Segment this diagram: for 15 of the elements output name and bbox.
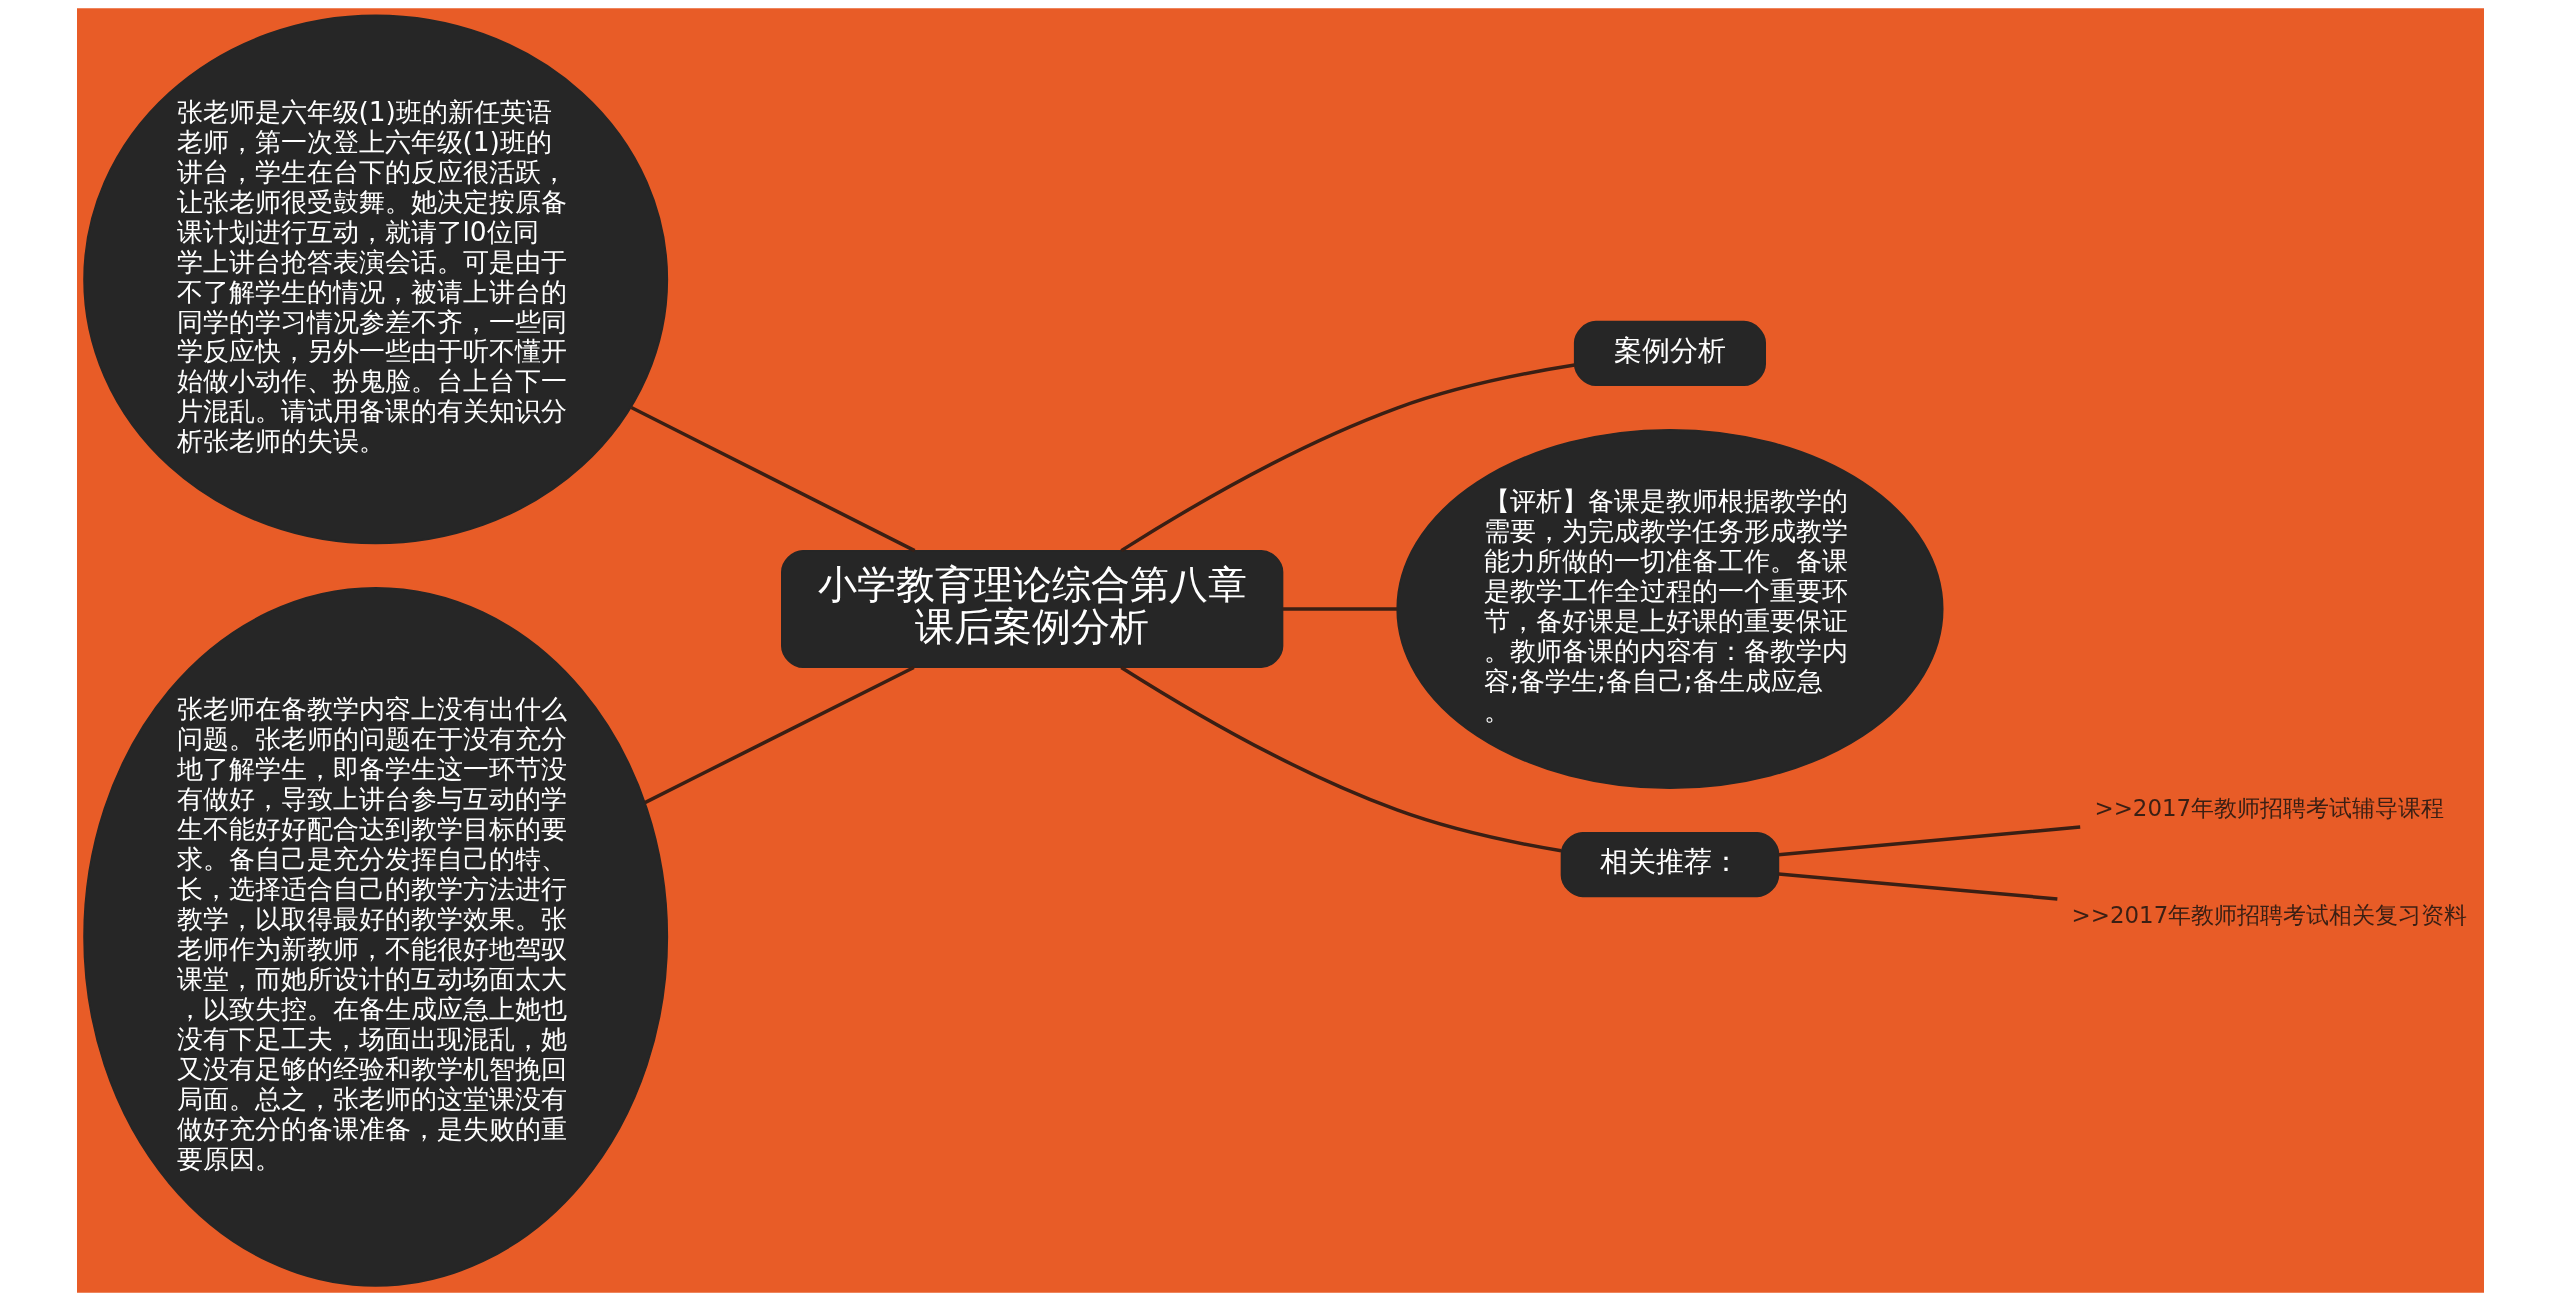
connector [1777,872,2057,901]
connector [1119,363,1575,553]
connector [1777,825,2080,857]
node-text: >>2017年教师招聘考试相关复习资料 [2071,902,2467,929]
connector [1119,665,1561,853]
node-box: 小学教育理论综合第八章课后案例分析 [780,549,1283,669]
node-text: >>2017年教师招聘考试辅导课程 [2093,794,2444,821]
connector [643,665,915,805]
node-box: 案例分析 [1573,320,1766,387]
connector [1282,607,1397,611]
node-ellipse: 张老师在备教学内容上没有出什么问题。张老师的问题在于没有充分地了解学生，即备学生这一环节没有做好，导致上讲台参与互动的学生不能好好配合达到教学目标的要求。备自己是充分发挥自己的特、长，选择适合自己的教学方法进行教学，以取得最好的教学效果。张老师作为新教师，不能很好地驾驭课堂，而她所设计的互动场面太大，以致失控。在备生成应急上她也没有下足工夫，场面出现混乱，她又没有足够的经验和教学机智挽回局面。总之，张老师的这堂课没有做好充分的备课准备，是失败的重要原因。 [82,587,668,1287]
node-ellipse: 【评析】备课是教师根据教学的需要，为完成教学任务形成教学能力所做的一切准备工作。备课是教学工作全过程的一个重要环节，备好课是上好课的重要保证。教师备课的内容有：备教学内容;备学生;备自己;备生成应急。 [1395,428,1943,790]
node-circle: 张老师是六年级(1)班的新任英语老师，第一次登上六年级(1)班的讲台，学生在台下的反应很活跃，让张老师很受鼓舞。她决定按原备课计划进行互动，就请了l0位同学上讲台抢答表演会话。可是由于不了解学生的情况，被请上讲台的同学的学习情况参差不齐，一些同学反应快，另外一些由于听不懂开始做小动作、扮鬼脸。台上台下一片混乱。请试用备课的有关知识分析张老师的失误。 [82,14,668,545]
connector [630,405,915,553]
node-box: 相关推荐： [1560,831,1779,898]
